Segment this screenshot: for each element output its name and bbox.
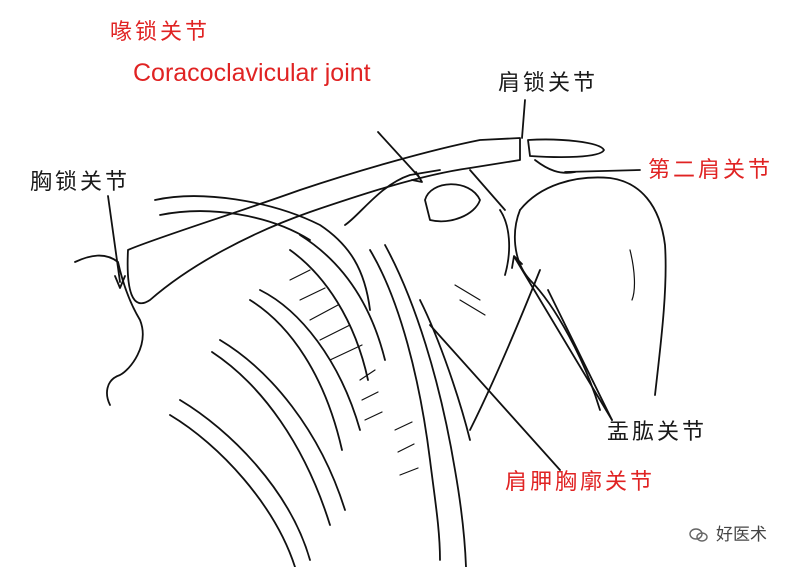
second-shoulder-label: 第二肩关节: [648, 158, 774, 183]
sternoclavicular-label: 胸锁关节: [30, 170, 131, 195]
rib-5: [179, 399, 311, 561]
scapula-body: [424, 183, 481, 223]
humeral-head: [519, 176, 667, 396]
watermark-text: 好医术: [716, 524, 767, 545]
sternum-edge: [74, 254, 144, 406]
scapula-glenoid: [499, 209, 510, 276]
coracoclavicular-label-en: Coracoclavicular joint: [133, 59, 371, 87]
glenohumeral-pointer-2: [547, 289, 613, 421]
coracoclavicular-pointer: [377, 131, 421, 179]
glenohumeral-label: 盂肱关节: [607, 420, 708, 445]
acromion: [527, 138, 605, 159]
coracoclavicular-label-cn: 喙锁关节: [110, 20, 211, 45]
scapula-lateral-border: [469, 269, 541, 431]
acromioclavicular-pointer: [521, 99, 526, 139]
wechat-official-account-icon: [689, 528, 708, 542]
rib-2: [299, 234, 386, 361]
watermark: 好医术: [688, 525, 767, 545]
clavicle: [126, 137, 521, 305]
scapulothoracic-pointer: [429, 324, 561, 471]
acromioclavicular-label: 肩锁关节: [498, 71, 599, 96]
humerus-shaft-medial: [514, 209, 601, 411]
rib-6: [369, 249, 441, 561]
rib-3: [259, 289, 361, 431]
acromion-underside: [534, 159, 576, 174]
rib-4: [219, 339, 346, 511]
glenohumeral-pointer-1: [514, 257, 613, 421]
second-shoulder-pointer: [564, 169, 641, 173]
sternoclavicular-pointer: [107, 195, 121, 283]
scapula-medial-border: [419, 299, 471, 441]
scapulothoracic-label: 肩胛胸廓关节: [505, 470, 656, 495]
rib-1: [154, 195, 371, 311]
